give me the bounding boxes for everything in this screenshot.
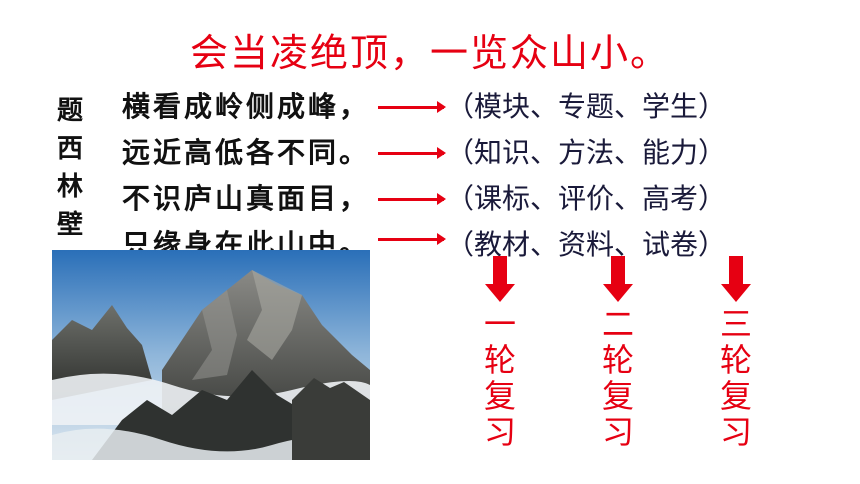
connector-arrow — [378, 147, 446, 159]
mapping-item: （课标、评价、高考） — [446, 182, 727, 215]
down-arrow-icon — [485, 256, 515, 302]
poem-line: 横看成岭侧成峰， — [122, 90, 371, 123]
review-char: 二 — [601, 305, 634, 343]
poem-line: 远近高低各不同。 — [122, 136, 371, 169]
poem-title-char: 西 — [56, 134, 83, 164]
review-char: 习 — [601, 413, 634, 451]
poem-line: 不识庐山真面目， — [122, 182, 371, 215]
poem-title-char: 题 — [56, 96, 83, 126]
mountain-illustration — [52, 250, 370, 460]
mapping-item: （知识、方法、能力） — [446, 136, 727, 169]
mapping-list: （模块、专题、学生） （知识、方法、能力） （课标、评价、高考） （教材、资料、… — [446, 84, 726, 268]
review-char: 复 — [719, 377, 752, 415]
poem-title: 题 西 林 壁 — [50, 92, 90, 244]
review-char: 复 — [483, 377, 516, 415]
poem-title-char: 壁 — [56, 210, 83, 240]
review-char: 习 — [483, 413, 516, 451]
poem-body: 横看成岭侧成峰， 远近高低各不同。 不识庐山真面目， 只缘身在此山中。 — [122, 84, 370, 268]
review-char: 轮 — [483, 341, 516, 379]
review-char: 复 — [601, 377, 634, 415]
round-one-review: 一 轮 复 习 — [480, 306, 520, 450]
poem-title-char: 林 — [56, 172, 83, 202]
connector-arrow — [378, 101, 446, 113]
review-char: 轮 — [601, 341, 634, 379]
round-three-review: 三 轮 复 习 — [716, 306, 756, 450]
connector-arrow — [378, 193, 446, 205]
review-char: 三 — [719, 305, 752, 343]
down-arrow-icon — [721, 256, 751, 302]
slide-title: 会当凌绝顶，一览众山小。 — [189, 31, 670, 75]
mountain-photo — [52, 250, 370, 460]
connector-arrow — [378, 233, 446, 245]
mapping-item: （模块、专题、学生） — [446, 90, 727, 123]
down-arrow-icon — [603, 256, 633, 302]
review-char: 一 — [483, 305, 516, 343]
round-two-review: 二 轮 复 习 — [598, 306, 638, 450]
review-char: 习 — [719, 413, 752, 451]
review-char: 轮 — [719, 341, 752, 379]
mapping-item: （教材、资料、试卷） — [446, 228, 727, 261]
